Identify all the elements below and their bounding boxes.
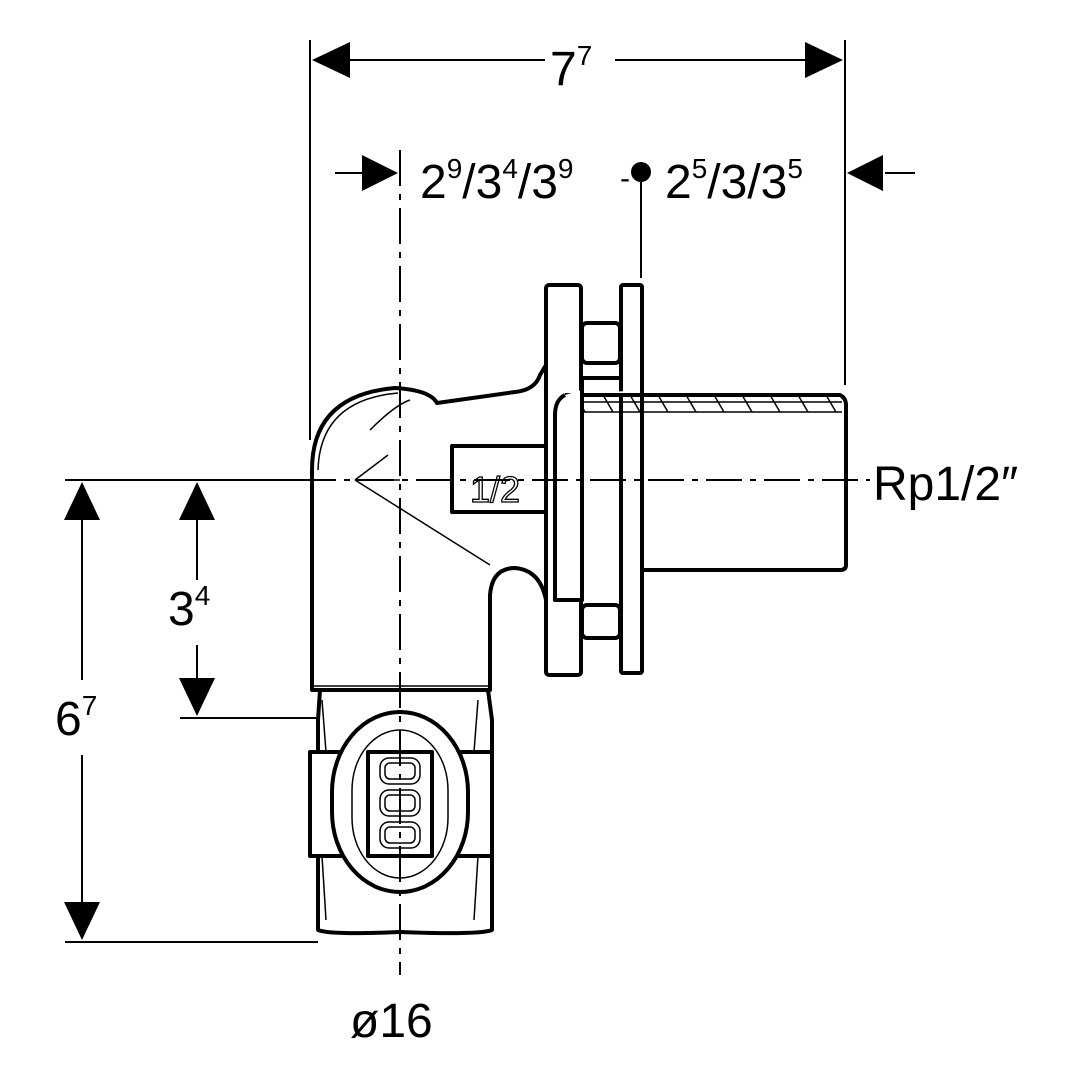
arrow-down-icon (179, 678, 215, 716)
overall-width-label: 77 (550, 40, 592, 96)
overall-height-label: 67 (55, 690, 97, 746)
arrow-down-icon (64, 902, 100, 940)
center-height-label: 34 (168, 580, 210, 636)
dimension-offsets: 29/34/39 - 25/3/35 (335, 153, 915, 278)
pipe-diameter-label: ø16 (350, 995, 433, 1048)
dimension-overall-width: 77 (309, 40, 846, 440)
left-offset-label: 29/34/39 (420, 153, 574, 209)
fitting-size-marking: 1/2 (470, 469, 520, 510)
elbow-fitting: 1/2 (308, 283, 848, 936)
right-offset-label: 25/3/35 (665, 153, 803, 209)
arrow-up-icon (179, 482, 215, 520)
separator: - (620, 162, 630, 195)
arrow-left-icon (312, 42, 350, 78)
arrow-right-icon (362, 155, 398, 191)
arrow-left-icon (847, 155, 883, 191)
arrow-right-icon (805, 42, 843, 78)
dimension-heights: 67 34 (55, 479, 320, 943)
arrow-up-icon (64, 482, 100, 520)
thread-label: Rp1/2″ (873, 458, 1018, 511)
